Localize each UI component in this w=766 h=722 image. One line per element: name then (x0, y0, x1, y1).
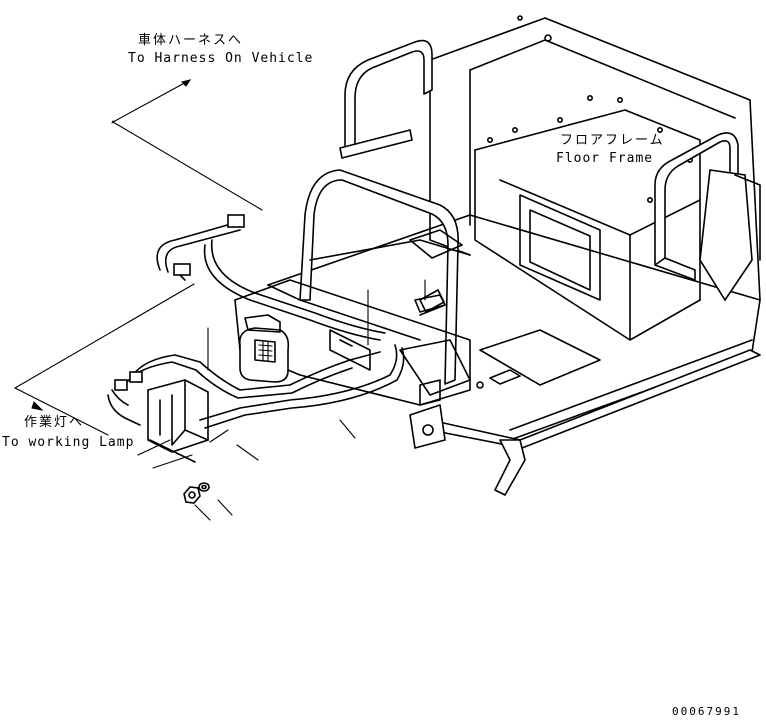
grab-rail-left (339, 39, 433, 159)
seat-rail-loop (299, 169, 459, 385)
arrow-icon (31, 401, 44, 411)
leader-lines (14, 79, 426, 521)
harness-callout-en: To Harness On Vehicle (128, 51, 314, 66)
lamp-callout-jp: 作業灯へ (24, 415, 85, 430)
drawing-number: 00067991 (672, 705, 741, 718)
floor-frame-label-en: Floor Frame (556, 151, 654, 166)
relay-unit (238, 314, 290, 383)
harness-callout-jp: 車体ハーネスへ (138, 33, 244, 48)
arrow-icon (181, 79, 192, 87)
nut-and-washer (183, 482, 210, 504)
floor-frame (267, 15, 761, 441)
lamp-callout-en: To working Lamp (2, 435, 135, 450)
floor-frame-label-jp: フロアフレーム (560, 133, 665, 148)
front-bar (409, 349, 761, 496)
wiring-harness (107, 214, 445, 429)
connector-box (147, 379, 209, 463)
grab-rail-right (654, 132, 761, 302)
